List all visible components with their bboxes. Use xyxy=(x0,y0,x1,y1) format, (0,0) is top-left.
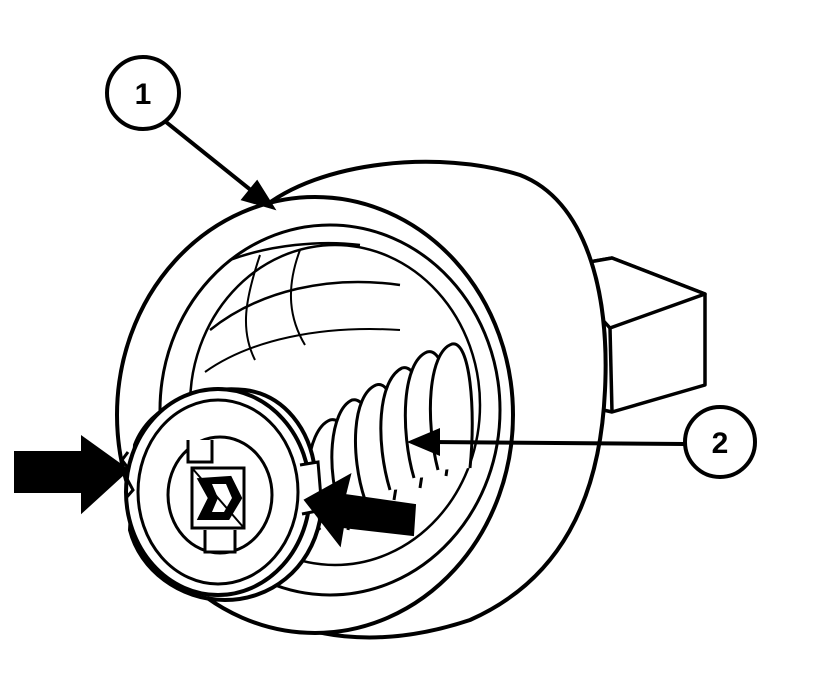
press-arrows xyxy=(14,435,417,548)
left-press-arrow-icon xyxy=(14,435,130,515)
callout-2: 2 xyxy=(683,405,757,479)
leader-arrowhead-icon xyxy=(406,427,440,457)
callout-2-label: 2 xyxy=(712,427,729,460)
right-press-arrow-icon xyxy=(303,473,417,548)
callout-1-label: 1 xyxy=(135,78,152,111)
callout-1: 1 xyxy=(105,55,181,131)
leader-arrowhead-icon xyxy=(240,179,277,211)
plunger xyxy=(120,387,324,603)
leader-lines xyxy=(164,120,686,457)
